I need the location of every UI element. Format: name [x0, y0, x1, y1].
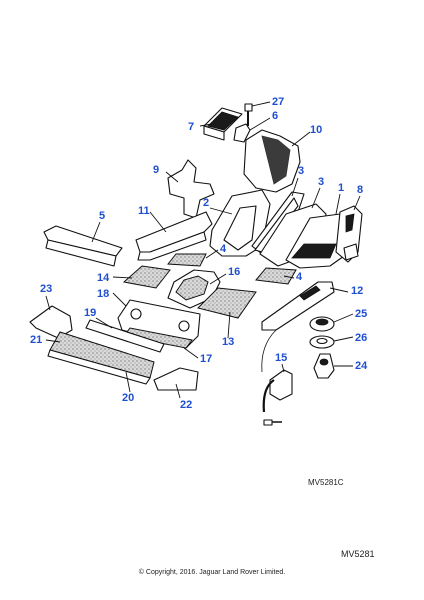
leader-line — [125, 371, 131, 393]
leader-line — [291, 177, 299, 197]
leader-line — [333, 336, 354, 342]
leader-line — [283, 275, 295, 279]
part-trim-23 — [29, 305, 73, 339]
callout-3a: 3 — [298, 165, 304, 177]
leader-line — [353, 195, 361, 211]
part-pad-7 — [203, 107, 243, 141]
detail-reference-code: MV5281C — [308, 478, 344, 487]
part-carpet-17 — [123, 327, 193, 349]
part-trim-22 — [153, 367, 199, 391]
callout-26: 26 — [355, 332, 367, 344]
leader-line — [249, 117, 271, 131]
callout-numbers: 1 2 3 3 4 4 5 6 7 8 9 10 11 12 13 14 15 … — [30, 96, 368, 411]
part-carpet-2 — [209, 189, 271, 257]
copyright-notice: © Copyright, 2016. Jaguar Land Rover Lim… — [138, 569, 286, 576]
leader-line — [281, 363, 285, 373]
part-carpet-4a — [167, 253, 207, 267]
leader-line — [251, 101, 271, 107]
part-wire — [261, 329, 277, 373]
part-trim-12 — [261, 281, 335, 331]
leader-lines — [45, 101, 361, 399]
part-carpet-4b — [255, 267, 297, 285]
callout-12: 12 — [351, 285, 363, 297]
leader-line — [333, 313, 354, 323]
leader-line — [45, 295, 51, 311]
figure-reference-code: MV5281 — [341, 549, 375, 559]
part-fixing-24 — [313, 353, 335, 379]
part-sill-11 — [135, 211, 213, 261]
leader-line — [112, 292, 127, 307]
part-trim-8 — [335, 205, 363, 263]
part-carpet-14 — [122, 265, 171, 289]
callout-1: 1 — [338, 182, 344, 194]
callout-19: 19 — [84, 307, 96, 319]
leader-line — [291, 131, 311, 147]
callout-2: 2 — [203, 197, 209, 209]
leader-line — [112, 276, 133, 279]
part-grommet-25 — [309, 316, 335, 332]
callout-15: 15 — [275, 352, 287, 364]
leader-line — [335, 193, 341, 215]
callout-8: 8 — [357, 184, 363, 196]
part-trim-9 — [167, 159, 215, 219]
callout-7: 7 — [188, 121, 194, 133]
leader-line — [175, 383, 181, 399]
part-bolt-27 — [244, 103, 253, 126]
callout-21: 21 — [30, 334, 42, 346]
part-panel-10 — [243, 129, 301, 193]
callout-18: 18 — [97, 288, 109, 300]
leader-line — [209, 207, 233, 215]
callout-16: 16 — [228, 266, 240, 278]
leader-line — [95, 317, 113, 329]
part-clip-6 — [233, 123, 251, 143]
callout-24: 24 — [355, 360, 368, 372]
part-carpet-20 — [47, 331, 155, 385]
leader-line — [311, 187, 321, 209]
part-washer-26 — [309, 335, 335, 349]
callout-22: 22 — [180, 399, 192, 411]
callout-3b: 3 — [318, 176, 324, 188]
leader-line — [45, 339, 61, 343]
part-bracket-15 — [262, 369, 293, 426]
callout-4b: 4 — [296, 271, 303, 283]
leader-line — [149, 211, 167, 233]
callout-27: 27 — [272, 96, 284, 108]
callout-20: 20 — [122, 392, 134, 404]
callout-13: 13 — [222, 336, 234, 348]
leader-line — [199, 123, 213, 127]
callout-14: 14 — [97, 272, 110, 284]
callout-5: 5 — [99, 210, 105, 222]
part-carpet-13 — [197, 287, 257, 319]
part-sill-5 — [43, 225, 123, 267]
leader-line — [209, 273, 227, 285]
callout-10: 10 — [310, 124, 322, 136]
leader-line — [183, 347, 199, 359]
leader-line — [329, 287, 349, 293]
callout-25: 25 — [355, 308, 367, 320]
leader-line — [227, 311, 231, 339]
leader-line — [91, 221, 101, 243]
callout-23: 23 — [40, 283, 52, 295]
part-mat-1 — [285, 213, 351, 269]
callout-9: 9 — [153, 164, 159, 176]
callout-6: 6 — [272, 110, 278, 122]
callout-4a: 4 — [220, 243, 227, 255]
leader-line — [205, 249, 219, 259]
callout-11: 11 — [138, 205, 150, 217]
part-sheet-19 — [85, 319, 165, 353]
leader-line — [165, 171, 179, 183]
callout-17: 17 — [200, 353, 212, 365]
